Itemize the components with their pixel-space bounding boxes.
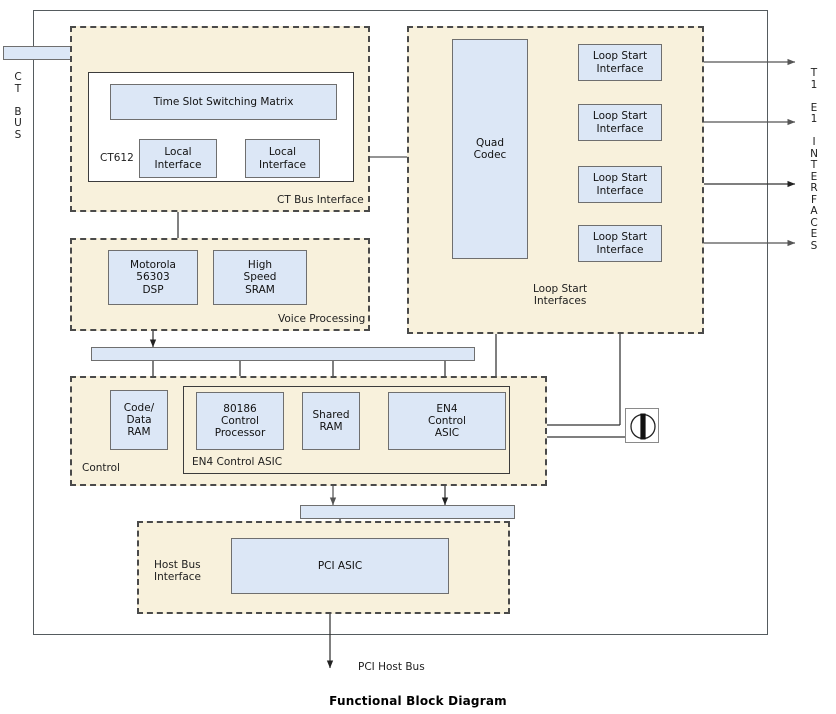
block-motorola-56303-dsp[interactable]: Motorola 56303 DSP — [108, 250, 198, 305]
external-connector-jack[interactable] — [625, 408, 659, 443]
device-boundary — [33, 10, 768, 635]
internal-bus-bar-middle — [91, 347, 475, 361]
block-en4-control-asic[interactable]: EN4 Control ASIC — [388, 392, 506, 450]
group-host-bus-interface-label: Host Bus Interface — [154, 559, 202, 583]
internal-bus-bar-bottom — [300, 505, 515, 519]
block-loop-start-interface-4[interactable]: Loop Start Interface — [578, 225, 662, 262]
group-ct-bus-interface-label: CT Bus Interface — [277, 194, 364, 206]
group-voice-processing-label: Voice Processing — [278, 313, 366, 325]
ct-bus-edge-label: C T B U S — [14, 71, 22, 141]
block-local-interface-left[interactable]: Local Interface — [139, 139, 217, 178]
sub-enclosure-ct612-label: CT612 — [100, 152, 134, 164]
block-code-data-ram[interactable]: Code/ Data RAM — [110, 390, 168, 450]
block-loop-start-interface-1[interactable]: Loop Start Interface — [578, 44, 662, 81]
t1-e1-interfaces-edge-label: T 1 E 1 I N T E R F A C E S — [810, 67, 818, 252]
block-loop-start-interface-2[interactable]: Loop Start Interface — [578, 104, 662, 141]
sub-enclosure-en4-control-asic — [183, 386, 510, 474]
block-pci-asic[interactable]: PCI ASIC — [231, 538, 449, 594]
block-shared-ram[interactable]: Shared RAM — [302, 392, 360, 450]
block-80186-control-processor[interactable]: 80186 Control Processor — [196, 392, 284, 450]
sub-enclosure-en4-control-asic-label: EN4 Control ASIC — [192, 456, 283, 468]
group-control-label: Control — [82, 462, 120, 474]
pci-host-bus-label: PCI Host Bus — [358, 661, 425, 673]
connector-symbol-icon — [630, 413, 656, 440]
block-quad-codec[interactable]: Quad Codec — [452, 39, 528, 259]
block-loop-start-interface-3[interactable]: Loop Start Interface — [578, 166, 662, 203]
figure-caption: Functional Block Diagram — [329, 694, 507, 708]
block-high-speed-sram[interactable]: High Speed SRAM — [213, 250, 307, 305]
block-local-interface-right[interactable]: Local Interface — [245, 139, 320, 178]
group-loop-start-interfaces-label: Loop Start Interfaces — [533, 283, 588, 307]
block-time-slot-switching-matrix[interactable]: Time Slot Switching Matrix — [110, 84, 337, 120]
